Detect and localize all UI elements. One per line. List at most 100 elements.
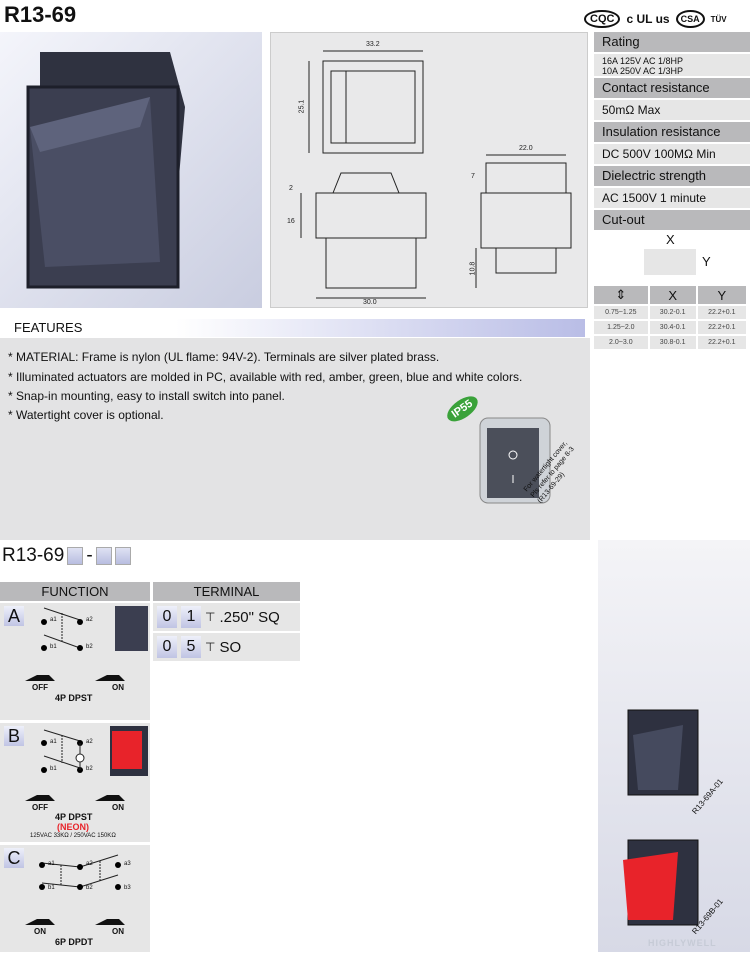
function-option-b: B a1 a2 b1 b2 OFF ON 4P DPST (NEON) 125V… — [0, 723, 150, 842]
watermark: HIGHLYWELL — [648, 938, 717, 948]
digit: 0 — [157, 636, 177, 658]
function-slot — [67, 547, 84, 565]
rating-line: 10A 250V AC 1/3HP — [602, 66, 684, 76]
cell: 22.2+0.1 — [697, 306, 746, 319]
state-label: ON — [112, 683, 124, 692]
contact-label: b2 — [86, 644, 93, 650]
dim-depth: 22.0 — [519, 145, 533, 152]
spec-label: Cut-out — [594, 210, 750, 230]
sample-photos-panel: R13-69A-01 R13-69B-01 HIGHLYWELL — [598, 540, 750, 952]
function-header: FUNCTION — [0, 582, 150, 601]
cell: 0.75~1.25 — [594, 306, 648, 319]
dim-10-8: 10.8 — [469, 261, 477, 276]
cqc-logo: CQC — [584, 10, 621, 28]
function-option-a: A a1 a2 b1 b2 OFF ON 4P DPST — [0, 603, 150, 720]
spec-label: Dielectric strength — [594, 166, 750, 186]
function-letter: A — [4, 606, 24, 626]
cell: 22.2+0.1 — [697, 321, 746, 334]
features-heading: FEATURES — [0, 319, 585, 337]
feature-item: * Watertight cover is optional. — [8, 408, 164, 422]
spec-value: DC 500V 100MΩ Min — [594, 144, 750, 164]
product-title: R13-69 — [4, 2, 77, 27]
digit: 1 — [181, 606, 201, 628]
contact-label: a2 — [86, 861, 93, 867]
cell: 1.25~2.0 — [594, 321, 648, 334]
contact-label: a2 — [86, 617, 93, 623]
terminal-so-icon: ⊤ — [205, 640, 216, 654]
terminal-sq-icon: ⊤ — [205, 610, 216, 624]
contact-label: a1 — [50, 739, 57, 745]
terminal-header: TERMINAL — [153, 582, 300, 601]
ordering-code: R13-69 - — [2, 545, 131, 567]
state-label: OFF — [32, 683, 48, 692]
code-prefix: R13-69 — [2, 545, 65, 566]
contact-label: a1 — [50, 617, 57, 623]
dim-7: 7 — [471, 173, 475, 180]
feature-item: * MATERIAL: Frame is nylon (UL flame: 94… — [8, 350, 440, 364]
state-label: OFF — [32, 803, 48, 812]
digit: 0 — [157, 606, 177, 628]
rating-line: 16A 125V AC 1/8HP — [602, 56, 684, 66]
function-name: 4P DPST — [55, 693, 93, 703]
col-header: Y — [697, 286, 746, 304]
contact-label: b2 — [86, 885, 93, 891]
state-label: ON — [112, 927, 124, 936]
cutout-rect — [644, 249, 696, 275]
feature-item: * Illuminated actuators are molded in PC… — [8, 370, 523, 384]
digit: 5 — [181, 636, 201, 658]
cutout-y: Y — [702, 254, 711, 269]
terminal-slot — [114, 547, 131, 565]
contact-label: b1 — [50, 644, 57, 650]
code-separator: - — [86, 545, 93, 566]
function-letter: B — [4, 726, 24, 746]
function-letter: C — [4, 848, 24, 868]
contact-label: b3 — [124, 885, 131, 891]
contact-label: b2 — [86, 766, 93, 772]
dim-2: 2 — [289, 185, 293, 192]
cell: 22.2+0.1 — [697, 336, 746, 349]
cell: 30.2-0.1 — [649, 306, 696, 319]
spec-label: Rating — [594, 32, 750, 52]
terminal-slot — [95, 547, 112, 565]
neon-resistor-note: 125VAC 33KΩ / 250VAC 150KΩ — [30, 833, 116, 839]
panel-thickness-icon: ⇕ — [594, 286, 648, 304]
contact-label: b1 — [48, 885, 55, 891]
cutout-x: X — [666, 232, 675, 247]
dimension-drawing: 33.2 25.1 22.0 7 2 16 10.8 30.0 — [270, 32, 588, 308]
dim-width: 33.2 — [366, 41, 380, 48]
tuv-logo: TÜV — [710, 14, 727, 24]
cell: 30.4-0.1 — [649, 321, 696, 334]
spec-value: 50mΩ Max — [594, 100, 750, 120]
certification-logos: CQC c UL us CSA TÜV — [584, 4, 748, 34]
terminal-label: .250" SQ — [219, 608, 280, 626]
spec-value: AC 1500V 1 minute — [594, 188, 750, 208]
spec-label: Insulation resistance — [594, 122, 750, 142]
contact-label: a3 — [124, 861, 131, 867]
state-label: ON — [112, 803, 124, 812]
function-name: 6P DPDT — [55, 937, 93, 947]
switch-image — [26, 52, 185, 289]
feature-item: * Snap-in mounting, easy to install swit… — [8, 389, 285, 403]
neon-label: (NEON) — [57, 822, 89, 832]
dim-30: 30.0 — [363, 299, 377, 306]
col-header: X — [649, 286, 696, 304]
function-name: 4P DPST — [55, 812, 93, 822]
product-photo — [0, 32, 262, 308]
contact-label: a1 — [48, 861, 55, 867]
dim-16: 16 — [287, 218, 295, 225]
terminal-label: SO — [219, 638, 242, 656]
cutout-diagram: X Y — [594, 232, 750, 284]
contact-label: a2 — [86, 739, 93, 745]
features-area: * MATERIAL: Frame is nylon (UL flame: 94… — [0, 338, 590, 540]
contact-label: b1 — [50, 766, 57, 772]
dim-height: 25.1 — [298, 99, 306, 114]
csa-logo: CSA — [675, 10, 705, 28]
state-label: ON — [34, 927, 46, 936]
function-option-c: C a1 a2 a3 b1 b2 b3 ON ON 6P DPDT — [0, 845, 150, 952]
cell: 30.8-0.1 — [649, 336, 696, 349]
ul-logo: c UL us — [626, 12, 670, 26]
